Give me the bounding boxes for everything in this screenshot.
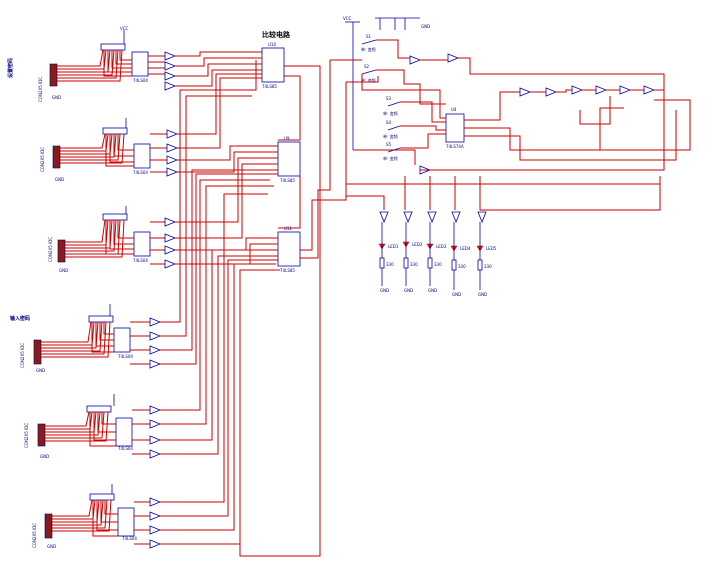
svg-text:LED4: LED4	[460, 246, 471, 251]
svg-text:LED2: LED2	[412, 242, 423, 247]
svg-text:LED3: LED3	[436, 244, 447, 249]
svg-text:74LS85: 74LS85	[262, 84, 277, 89]
power-switch-section: VCC GND S1 单: 变频 S2 单: 变频 S3 单: 变频 S4 单:…	[330, 16, 691, 211]
input-block-4: 74LS04 GND	[33, 304, 162, 373]
svg-text:74LS74A: 74LS74A	[446, 144, 464, 149]
svg-text:VCC: VCC	[343, 16, 352, 21]
svg-text:S4: S4	[386, 120, 392, 125]
svg-text:GND: GND	[40, 454, 49, 459]
input-block-6: 74LS04 GND	[44, 484, 162, 549]
svg-text:GND: GND	[47, 544, 56, 549]
svg-text:GND: GND	[428, 288, 437, 293]
svg-text:74LS04: 74LS04	[133, 78, 148, 83]
svg-text:GND: GND	[55, 177, 64, 182]
svg-text:GND: GND	[52, 95, 61, 100]
connector-label-j4: CON2X5 IDC	[32, 523, 37, 548]
svg-text:330: 330	[410, 262, 418, 267]
svg-text:GND: GND	[452, 292, 461, 297]
input-block-3: 74LS04 GND	[57, 206, 177, 273]
connector-label-j1: CON2X5 IDC	[20, 343, 25, 368]
section-password-label: 设置密码	[7, 58, 14, 78]
svg-text:S2: S2	[364, 64, 370, 69]
svg-text:S3: S3	[386, 96, 392, 101]
svg-text:单: 变频: 单: 变频	[383, 110, 398, 116]
svg-text:74LS85: 74LS85	[280, 268, 295, 273]
svg-text:GND: GND	[59, 268, 68, 273]
svg-text:330: 330	[434, 262, 442, 267]
svg-text:74LS04: 74LS04	[118, 446, 133, 451]
section-input-label: 输入密码	[10, 315, 30, 322]
svg-text:74LS04: 74LS04	[122, 536, 137, 541]
svg-text:U10: U10	[268, 42, 276, 47]
svg-text:单: 变频: 单: 变频	[383, 133, 398, 139]
comparator-u11: U11 74LS85	[277, 226, 301, 273]
comparator-u10: U10 74LS85	[261, 42, 285, 89]
connector-label-j2: CON2X5 IDC	[24, 423, 29, 448]
svg-text:S5: S5	[386, 142, 392, 147]
svg-text:74LS85: 74LS85	[280, 178, 295, 183]
svg-text:U4: U4	[451, 107, 457, 112]
svg-text:GND: GND	[36, 368, 45, 373]
connector-label-j3: CON2X5 IDC	[48, 237, 53, 262]
comparator-wiring	[160, 51, 347, 557]
svg-text:330: 330	[484, 264, 492, 269]
svg-text:330: 330	[458, 264, 466, 269]
svg-text:单: 变频: 单: 变频	[361, 77, 376, 83]
diagram-title: 比较电路	[262, 30, 291, 39]
connector-label-j8: CON2X5 IDC	[38, 77, 43, 102]
led-output-section: LED1 LED2 LED3 LED4 LED5 330 330 330 330…	[378, 211, 497, 297]
svg-text:U9: U9	[284, 136, 290, 141]
input-block-5: 74LS04 GND	[37, 394, 162, 459]
svg-text:GND: GND	[404, 288, 413, 293]
svg-text:LED1: LED1	[388, 244, 399, 249]
svg-text:74LS04: 74LS04	[133, 258, 148, 263]
svg-text:330: 330	[386, 262, 394, 267]
svg-text:74LS04: 74LS04	[118, 354, 133, 359]
svg-text:74LS04: 74LS04	[133, 170, 148, 175]
svg-text:GND: GND	[421, 24, 430, 29]
comparator-u9: U9 74LS85	[277, 136, 301, 183]
input-block-1: VCC 74LS04 GND	[49, 26, 177, 100]
svg-text:单: 变频: 单: 变频	[383, 155, 398, 161]
svg-text:S1: S1	[366, 34, 372, 39]
svg-text:LED5: LED5	[486, 246, 497, 251]
input-block-2: 74LS04 GND	[52, 118, 179, 182]
connector-label-j7: CON2X5 IDC	[40, 147, 45, 172]
svg-text:GND: GND	[478, 292, 487, 297]
svg-text:VCC: VCC	[120, 26, 129, 31]
svg-text:GND: GND	[380, 288, 389, 293]
svg-text:单: 变频: 单: 变频	[361, 46, 376, 52]
